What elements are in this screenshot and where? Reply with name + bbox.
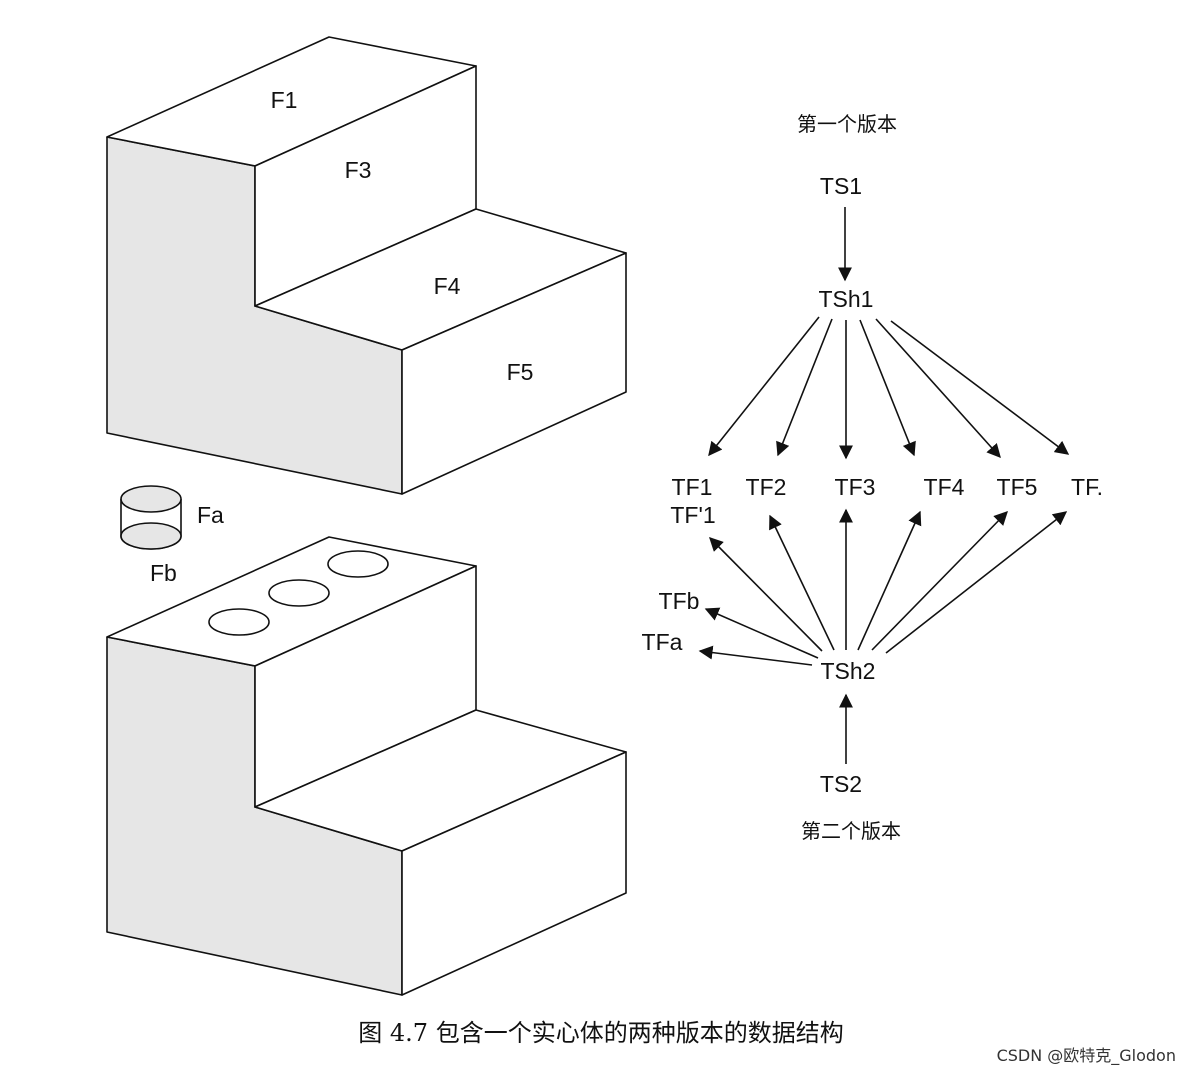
- top-stair-solid: F1 F3 F4 F5: [106, 36, 627, 495]
- node-tfb: TFb: [659, 588, 700, 614]
- edge-tsh1-tf4: [859, 319, 916, 457]
- node-ts2: TS2: [820, 771, 862, 797]
- edge-tsh1-tf6: [890, 320, 1070, 455]
- version1-label: 第一个版本: [797, 112, 897, 136]
- edge-tsh2-tf1p: [709, 537, 823, 652]
- hole-1: [208, 608, 270, 636]
- node-tfa: TFa: [642, 629, 683, 655]
- node-tf3: TF3: [835, 474, 876, 500]
- version2-label: 第二个版本: [801, 819, 901, 843]
- face-label-fb: Fb: [150, 560, 177, 586]
- node-tf4: TF4: [924, 474, 965, 500]
- node-tsh2: TSh2: [821, 658, 876, 684]
- hole-3: [327, 550, 389, 578]
- watermark: CSDN @欧特克_Glodon: [997, 1046, 1176, 1066]
- edge-tsh2-tfa: [698, 645, 813, 666]
- face-label-f4: F4: [434, 273, 461, 299]
- cylinder-bottom-face: [120, 522, 182, 550]
- face-label-fa: Fa: [197, 502, 224, 528]
- face-f5: [401, 252, 627, 495]
- face-label-f5: F5: [507, 359, 534, 385]
- edge-tsh2-tf6: [885, 511, 1068, 654]
- face-label-f3: F3: [345, 157, 372, 183]
- node-ts1: TS1: [820, 173, 862, 199]
- edge-tsh2-tf4: [857, 510, 922, 651]
- edge-tsh2-tfb: [704, 607, 819, 659]
- node-tf2: TF2: [746, 474, 787, 500]
- edge-tsh1-tf5: [875, 318, 1001, 459]
- node-tf1: TF1: [672, 474, 713, 500]
- node-tf1-prime: TF'1: [670, 502, 715, 528]
- edge-tsh1-tf1: [708, 316, 820, 457]
- node-tsh1: TSh1: [819, 286, 874, 312]
- edge-tsh2-tf5: [871, 510, 1008, 651]
- front-face-2: [401, 751, 627, 996]
- hole-2: [268, 579, 330, 607]
- cylinder-top-face: [120, 485, 182, 513]
- topology-graph: 第一个版本 TS1 TSh1 TF1 TF'1 TF2 TF3 TF4 TF5 …: [642, 112, 1103, 843]
- edge-tsh2-tf2: [769, 514, 835, 651]
- node-tf5: TF5: [997, 474, 1038, 500]
- face-label-f1: F1: [271, 87, 298, 113]
- edge-tsh1-tf2: [776, 318, 833, 457]
- bottom-stair-solid: [106, 536, 627, 996]
- figure-caption: 图 4.7 包含一个实心体的两种版本的数据结构: [358, 1019, 843, 1047]
- cylinder: Fa Fb: [120, 485, 224, 586]
- node-tf6: TF.: [1071, 474, 1103, 500]
